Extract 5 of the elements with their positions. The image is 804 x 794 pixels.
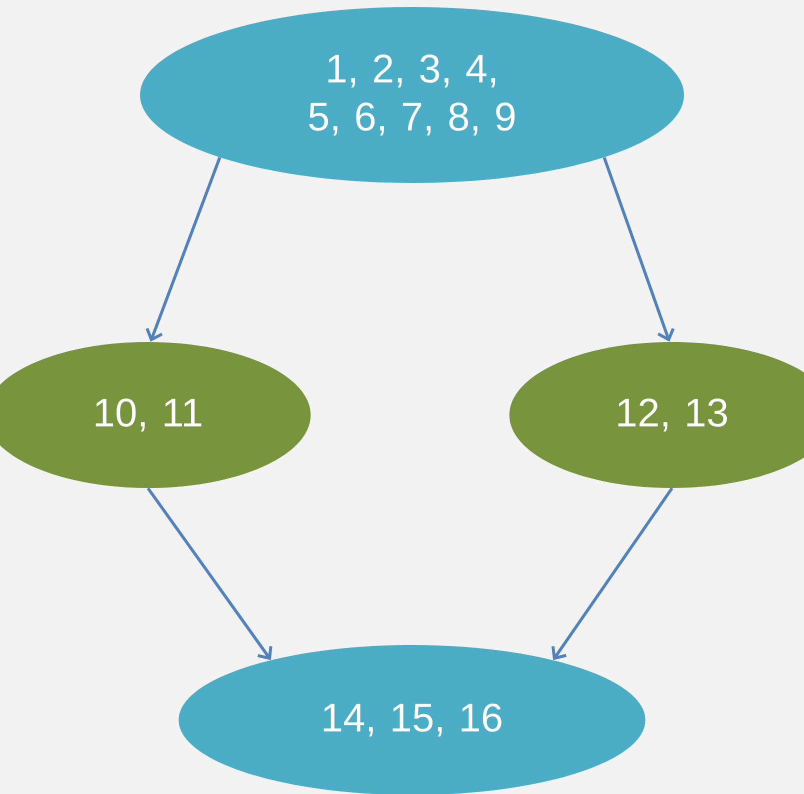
arrow [146,156,222,342]
arrow [551,487,674,660]
arrow [146,487,272,660]
ellipse-node: 1, 2, 3, 4, 5, 6, 7, 8, 9 [140,7,684,183]
arrow [602,156,675,342]
